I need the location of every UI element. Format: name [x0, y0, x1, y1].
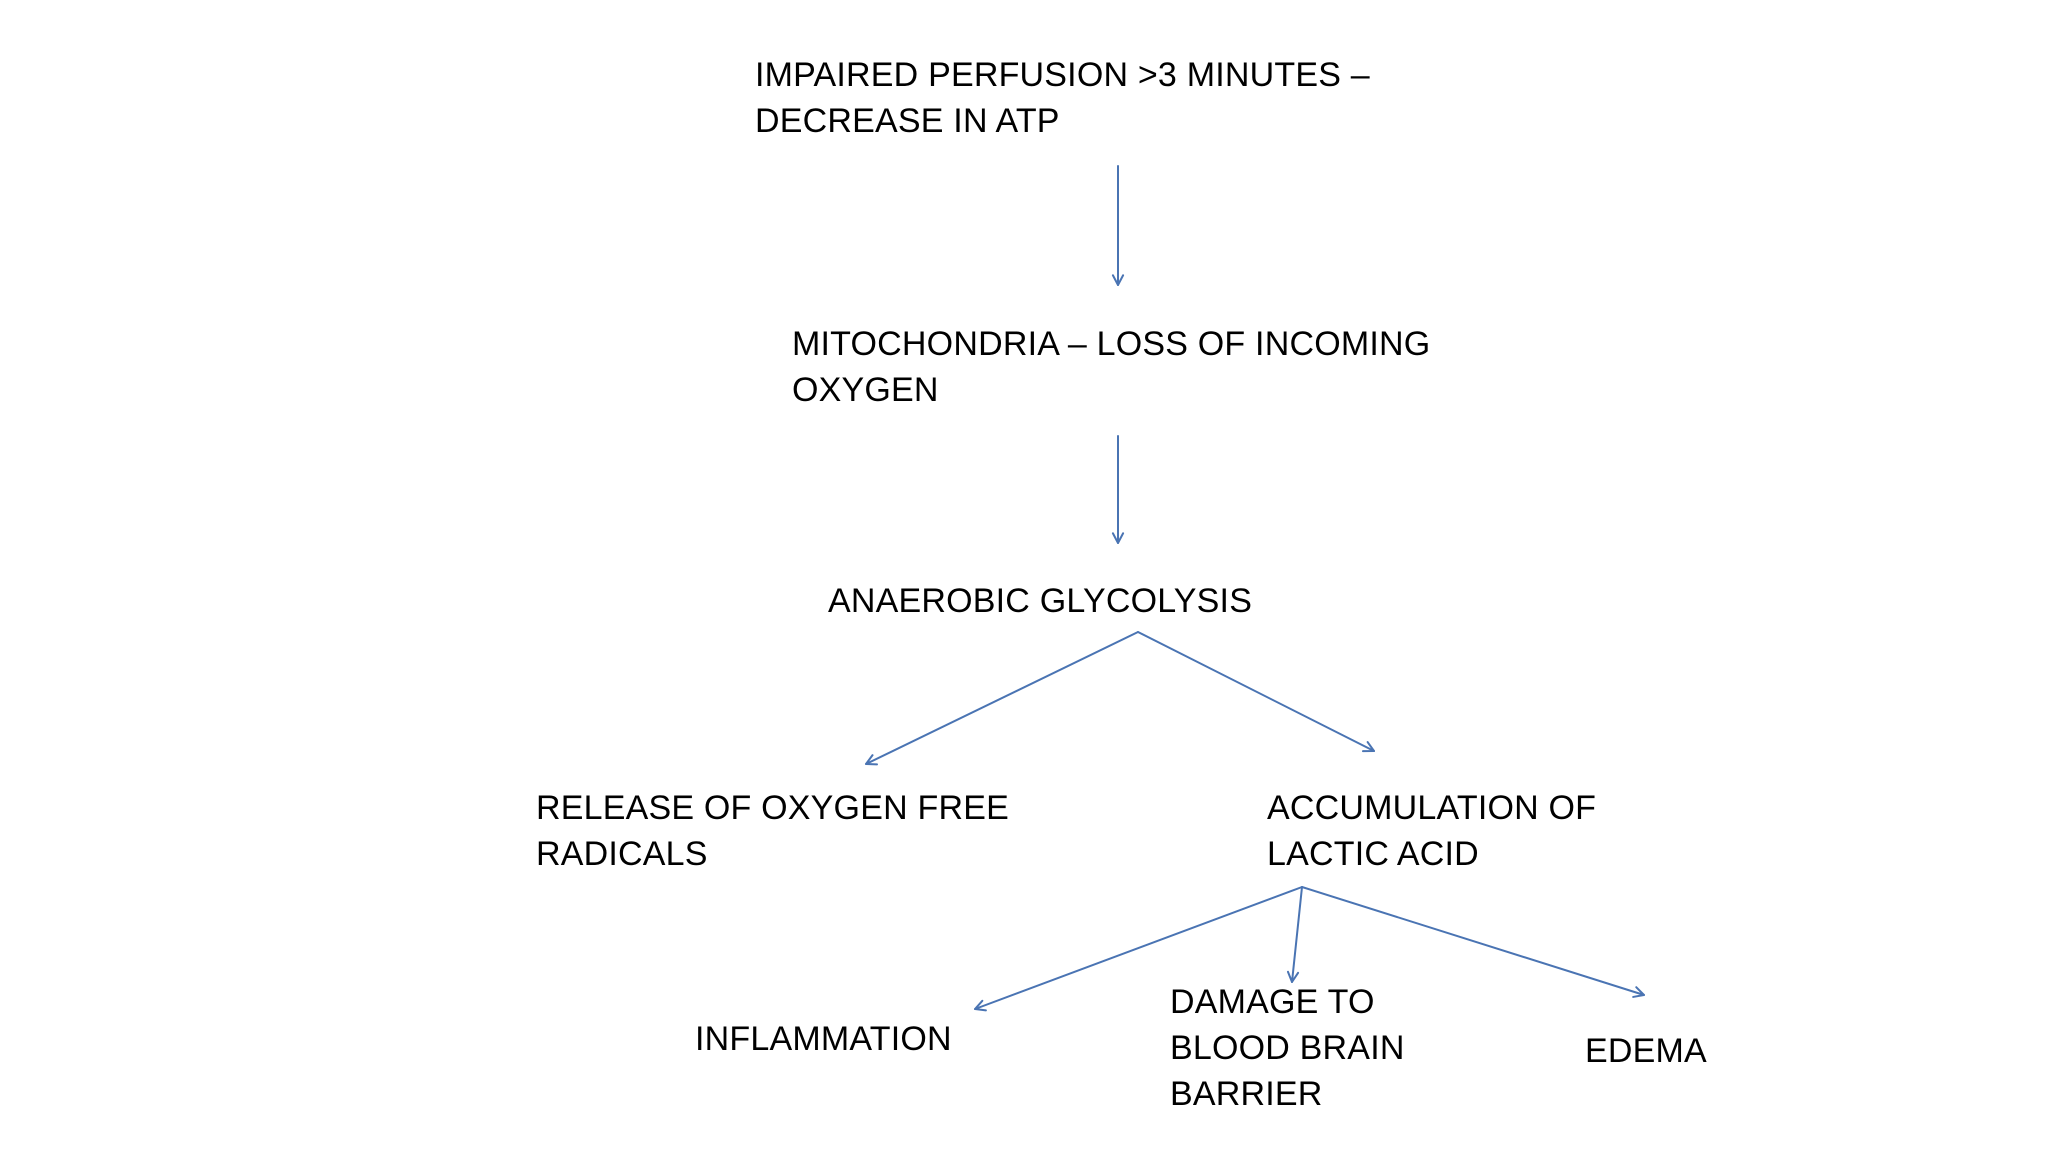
node-text-line: DAMAGE TO [1170, 983, 1375, 1021]
node-text-line: ANAEROBIC GLYCOLYSIS [828, 582, 1253, 620]
arrow-anaerobic_glycolysis-to-oxygen_free_radicals [865, 631, 1139, 766]
node-text-line: LACTIC ACID [1267, 835, 1479, 873]
node-text-line: EDEMA [1585, 1032, 1707, 1070]
node-text-line: DECREASE IN ATP [755, 102, 1060, 140]
node-edema: EDEMA [1585, 1028, 1707, 1074]
node-inflammation: INFLAMMATION [695, 1016, 952, 1062]
arrow-anaerobic_glycolysis-to-lactic_acid [1137, 631, 1375, 753]
arrow-shaft [1137, 631, 1375, 752]
arrow-head-icon [1111, 274, 1125, 286]
arrow-lactic_acid-to-bbb_damage [1286, 886, 1303, 983]
arrow-shaft [865, 631, 1139, 765]
node-anaerobic-glycolysis: ANAEROBIC GLYCOLYSIS [828, 578, 1252, 624]
node-oxygen-free-radicals: RELEASE OF OXYGEN FREE RADICALS [536, 785, 1009, 877]
node-mitochondria: MITOCHONDRIA – LOSS OF INCOMING OXYGEN [792, 321, 1430, 413]
node-text-line: OXYGEN [792, 371, 939, 409]
arrow-head-icon [1632, 986, 1645, 998]
node-lactic-acid: ACCUMULATION OF LACTIC ACID [1267, 785, 1596, 877]
arrow-head-icon [1111, 532, 1125, 544]
node-text-line: RELEASE OF OXYGEN FREE [536, 789, 1009, 827]
arrow-mitochondria-to-anaerobic_glycolysis [1111, 435, 1125, 544]
node-text-line: IMPAIRED PERFUSION >3 MINUTES – [755, 56, 1370, 94]
node-text-line: INFLAMMATION [695, 1020, 952, 1058]
node-text-line: BLOOD BRAIN [1170, 1029, 1405, 1067]
node-text-line: BARRIER [1170, 1075, 1323, 1113]
arrow-head-icon [1362, 741, 1375, 753]
node-impaired-perfusion: IMPAIRED PERFUSION >3 MINUTES – DECREASE… [755, 52, 1370, 144]
arrow-impaired_perfusion-to-mitochondria [1111, 165, 1125, 286]
arrow-head-icon [865, 754, 878, 766]
node-text-line: RADICALS [536, 835, 708, 873]
arrow-shaft [1291, 886, 1303, 983]
arrow-head-icon [974, 999, 987, 1012]
node-text-line: ACCUMULATION OF [1267, 789, 1597, 827]
node-bbb-damage: DAMAGE TO BLOOD BRAIN BARRIER [1170, 979, 1405, 1117]
node-text-line: MITOCHONDRIA – LOSS OF INCOMING [792, 325, 1431, 363]
